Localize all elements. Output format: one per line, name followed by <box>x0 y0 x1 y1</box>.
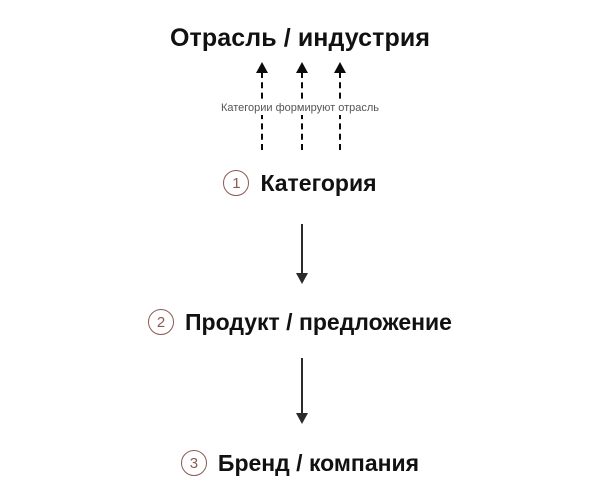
arrow-product-to-brand <box>294 358 310 424</box>
step-label-brand: Бренд / компания <box>217 449 420 476</box>
arrow-up-head-icon <box>334 62 346 73</box>
step-row-brand: 3 Бренд / компания <box>0 448 600 478</box>
arrow-line <box>301 224 303 273</box>
arrow-line <box>301 358 303 413</box>
arrow-up-head-icon <box>256 62 268 73</box>
arrow-down-head-icon <box>296 273 308 284</box>
step-label-product: Продукт / предложение <box>185 308 452 335</box>
relation-caption: Категории формируют отрасль <box>0 101 600 115</box>
arrow-down-head-icon <box>296 413 308 424</box>
page-title: Отрасль / индустрия <box>169 24 431 52</box>
step-label-category: Категория <box>260 169 377 196</box>
step-row-category: 1 Категория <box>0 168 600 198</box>
step-row-product: 2 Продукт / предложение <box>0 307 600 337</box>
step-number-badge-1: 1 <box>223 170 250 196</box>
relation-caption-text: Категории формируют отрасль <box>217 101 383 115</box>
step-number-badge-2: 2 <box>148 309 175 335</box>
arrow-category-to-product <box>294 224 310 284</box>
step-number-badge-3: 3 <box>180 450 207 476</box>
arrow-up-head-icon <box>296 62 308 73</box>
